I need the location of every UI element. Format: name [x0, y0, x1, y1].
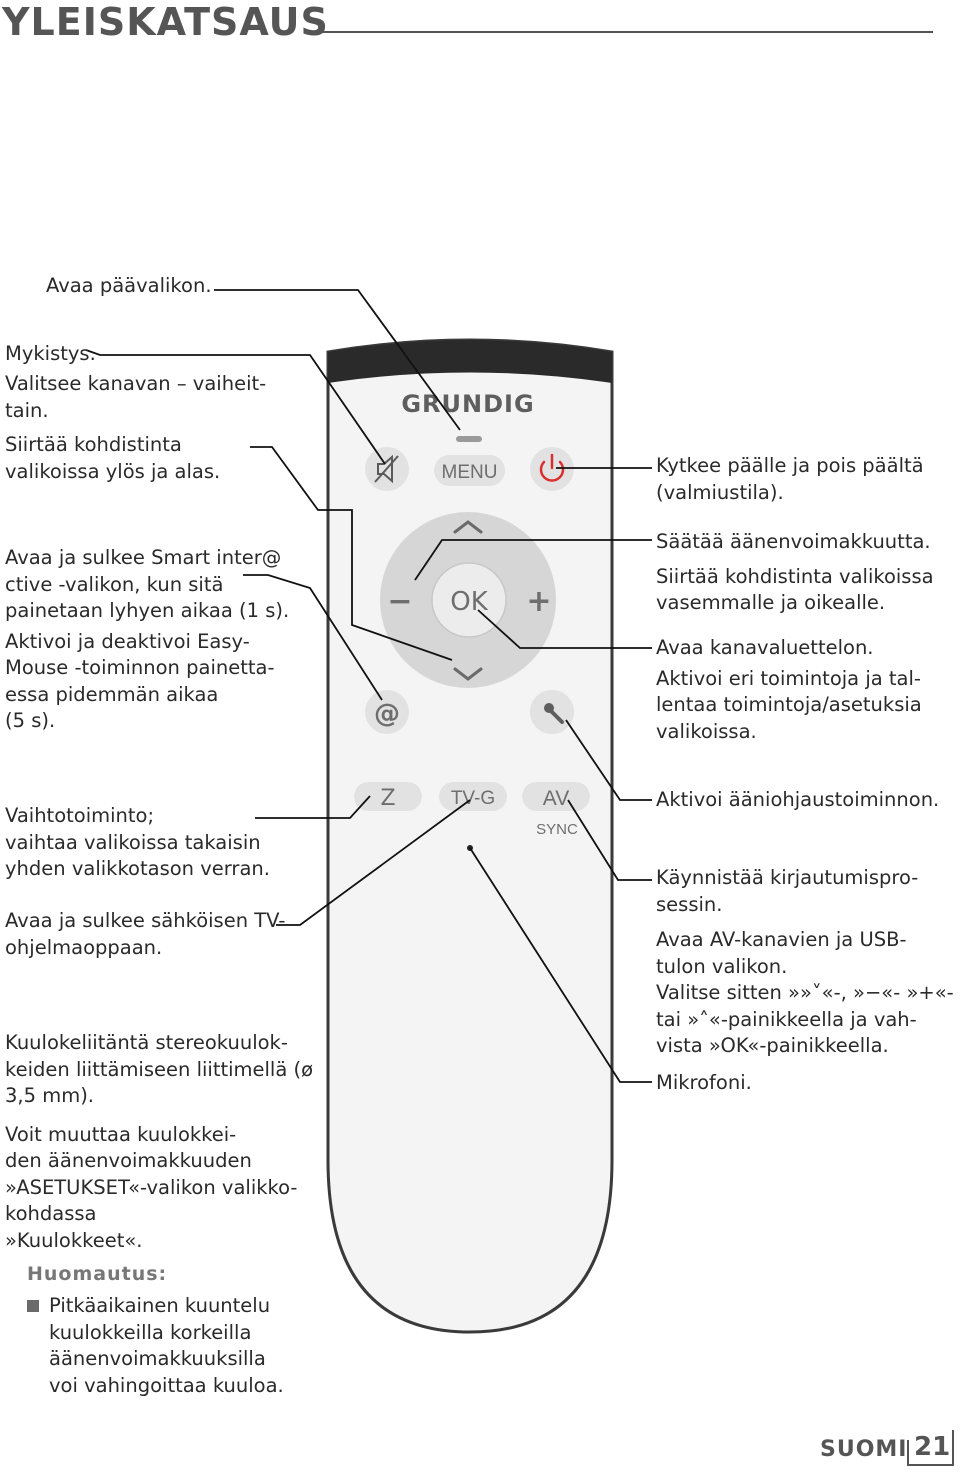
at-label: @	[374, 699, 400, 729]
footer-rule-right	[952, 1430, 954, 1466]
epg-button[interactable]	[439, 782, 507, 811]
ok-description: Avaa kanavaluettelon. Aktivoi eri toimin…	[656, 636, 922, 743]
arrow-up-icon[interactable]	[453, 520, 483, 534]
epg-description: Avaa ja sulkee sähköisen TV- ohjelmaoppa…	[5, 909, 286, 959]
z-label: Z	[380, 786, 395, 811]
channel-description: Valitsee kanavan – vaiheit- tain. Siirtä…	[5, 372, 267, 483]
arrow-down-icon[interactable]	[453, 667, 483, 681]
mic-description: Mikrofoni.	[656, 1071, 752, 1094]
footer-rule-vertical	[907, 1440, 909, 1466]
back-description: Vaihtotoiminto; vaihtaa valikoissa takai…	[5, 804, 270, 880]
menu-label: MENU	[442, 462, 498, 483]
volume-description: Säätää äänenvoimakkuutta. Siirtää kohdis…	[656, 530, 934, 614]
back-button[interactable]	[354, 782, 422, 811]
mute-description: Mykistys.	[5, 342, 96, 365]
page-title: YLEISKATSAUS	[2, 0, 329, 44]
volume-up-label[interactable]: +	[526, 584, 551, 619]
footer-rule-horizontal	[907, 1464, 953, 1466]
headphone-description: Kuulokeliitäntä stereokuulok- keiden lii…	[5, 1031, 314, 1252]
power-description: Kytkee päälle ja pois päältä (valmiustil…	[656, 454, 924, 504]
av-description: Avaa AV-kanavien ja USB- tulon valikon. …	[656, 928, 954, 1057]
brand-logo: GRUNDIG	[401, 390, 534, 418]
callout-lines	[85, 289, 652, 1083]
header-rule	[316, 31, 933, 33]
smart-inter-description: Avaa ja sulkee Smart inter@ ctive -valik…	[5, 546, 290, 732]
menu-button[interactable]	[434, 455, 505, 486]
login-description: Käynnistää kirjautumispro- sessin.	[656, 866, 919, 916]
av-button[interactable]	[522, 782, 590, 811]
tvg-label: TV-G	[451, 788, 495, 809]
voice-description: Aktivoi ääniohjaustoiminnon.	[656, 788, 940, 811]
note-bullet-icon	[27, 1300, 39, 1312]
footer-language: SUOMI	[820, 1437, 908, 1462]
sync-label: SYNC	[536, 821, 578, 838]
volume-down-label[interactable]: −	[387, 584, 412, 619]
smart-inter-button[interactable]	[365, 690, 409, 734]
note-text: Pitkäaikainen kuuntelu kuulokkeilla kork…	[49, 1294, 284, 1397]
page-number: 21	[914, 1432, 951, 1462]
ok-label: OK	[450, 587, 488, 617]
remote-top-band	[328, 340, 612, 383]
menu-description: Avaa päävalikon.	[46, 274, 212, 297]
led-indicator	[456, 436, 482, 442]
av-label: AV	[543, 787, 569, 810]
microphone-icon	[544, 703, 564, 724]
note-heading: Huomautus:	[27, 1263, 168, 1285]
